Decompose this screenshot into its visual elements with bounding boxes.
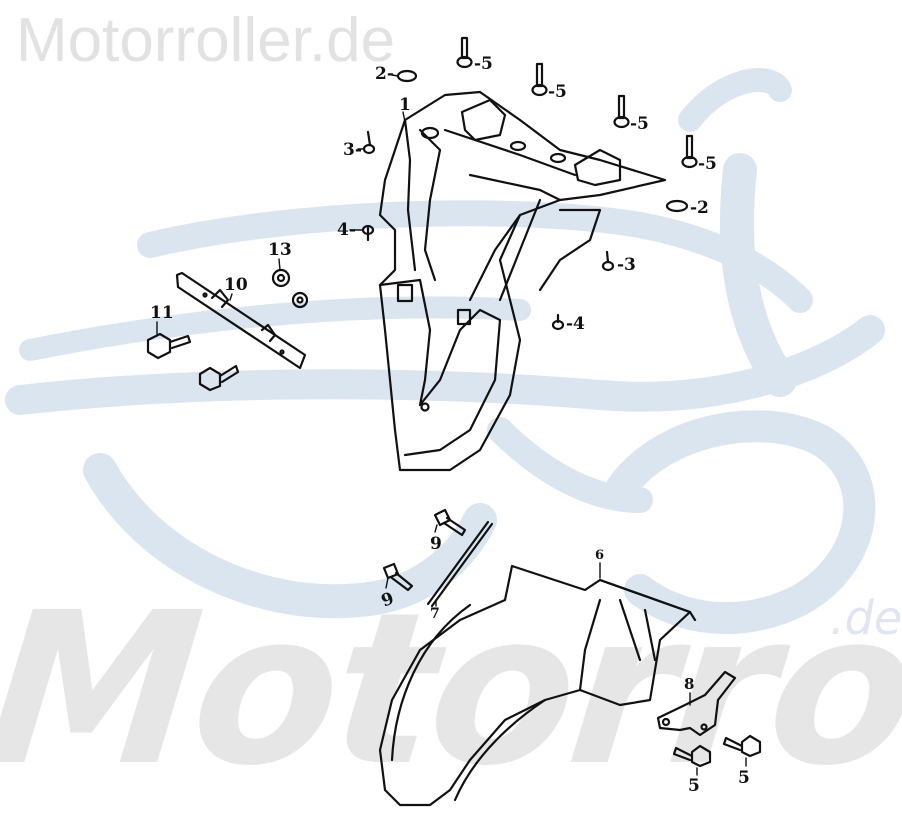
callout-5b: -5 xyxy=(548,82,567,102)
part-10-bracket xyxy=(175,271,307,370)
callout-4b: -4 xyxy=(566,314,585,334)
callout-5c: -5 xyxy=(630,114,649,134)
part-13-nuts xyxy=(271,268,309,309)
callout-5e: 5 xyxy=(688,776,700,796)
part-11-bolts xyxy=(146,332,240,392)
part-8-bracket xyxy=(656,670,737,737)
part-9-screws xyxy=(382,508,467,592)
callout-10: 10 xyxy=(224,275,248,295)
part-5-bolts-top xyxy=(456,36,698,169)
part-1-inner-cover xyxy=(378,90,667,472)
callout-8: 8 xyxy=(684,675,695,693)
callout-3a: 3- xyxy=(343,140,362,160)
callout-7: 7 xyxy=(430,606,440,622)
part-5-bolts-bottom xyxy=(672,734,762,768)
callout-13: 13 xyxy=(268,240,292,260)
callout-9a: 9 xyxy=(430,534,442,554)
callout-5d: -5 xyxy=(698,154,717,174)
watermark-text-suffix: .de xyxy=(830,591,902,645)
part-6-fender xyxy=(378,564,697,807)
callout-5a: -5 xyxy=(474,54,493,74)
callout-1: 1 xyxy=(399,95,411,115)
callout-2a: 2- xyxy=(375,64,394,84)
part-3-4-clips xyxy=(361,130,615,331)
callout-2b: -2 xyxy=(690,198,709,218)
callout-3b: -3 xyxy=(617,255,636,275)
watermark-text-top: Motorroller.de xyxy=(16,6,396,75)
leader-lines xyxy=(156,74,747,776)
part-7-hose-guide xyxy=(426,520,494,608)
callout-6: 6 xyxy=(595,548,605,563)
callout-4a: 4- xyxy=(337,220,356,240)
part-2-washers xyxy=(396,69,689,213)
callout-11: 11 xyxy=(150,303,174,323)
callout-5f: 5 xyxy=(738,768,750,788)
